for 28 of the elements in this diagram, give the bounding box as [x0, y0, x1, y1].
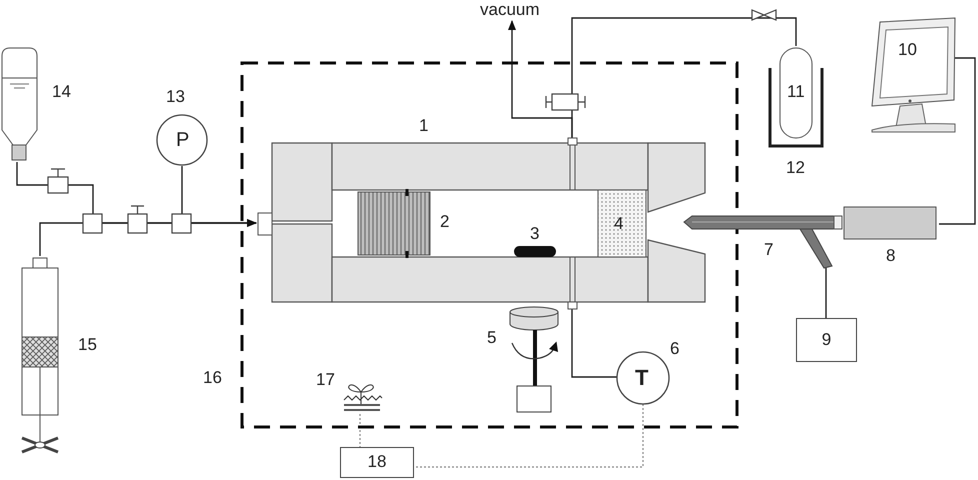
callout-number: 2: [440, 212, 450, 232]
callout-number: 14: [52, 82, 71, 102]
callout-number: 6: [670, 339, 680, 359]
signal-line: [414, 404, 644, 468]
callout-number: 7: [764, 240, 774, 260]
gauge-letter: P: [176, 128, 190, 152]
callout-number: 16: [203, 368, 222, 388]
callout-number: 17: [316, 370, 335, 390]
readout-box: 9: [796, 318, 857, 362]
callout-number: 5: [487, 328, 496, 348]
connector-line: [825, 268, 827, 318]
callout-number: 1: [419, 116, 428, 136]
arrow: [181, 166, 257, 227]
callout-number: 11: [787, 82, 805, 102]
signal-line: [359, 414, 361, 447]
vacuum-text: vacuum: [480, 0, 540, 20]
connector-line: [571, 309, 617, 378]
callout-number: 4: [614, 214, 624, 234]
gauge-letter: T: [635, 366, 648, 390]
callout-number: 3: [530, 224, 540, 244]
callout-number: 15: [78, 335, 97, 355]
callout-number: 10: [898, 40, 917, 60]
connector-line: [571, 17, 797, 138]
callout-number: 8: [886, 246, 896, 266]
connector-line: [939, 57, 976, 225]
control-box: 18: [340, 447, 414, 478]
callout-number: 12: [786, 158, 805, 178]
callout-number: 13: [166, 87, 185, 107]
